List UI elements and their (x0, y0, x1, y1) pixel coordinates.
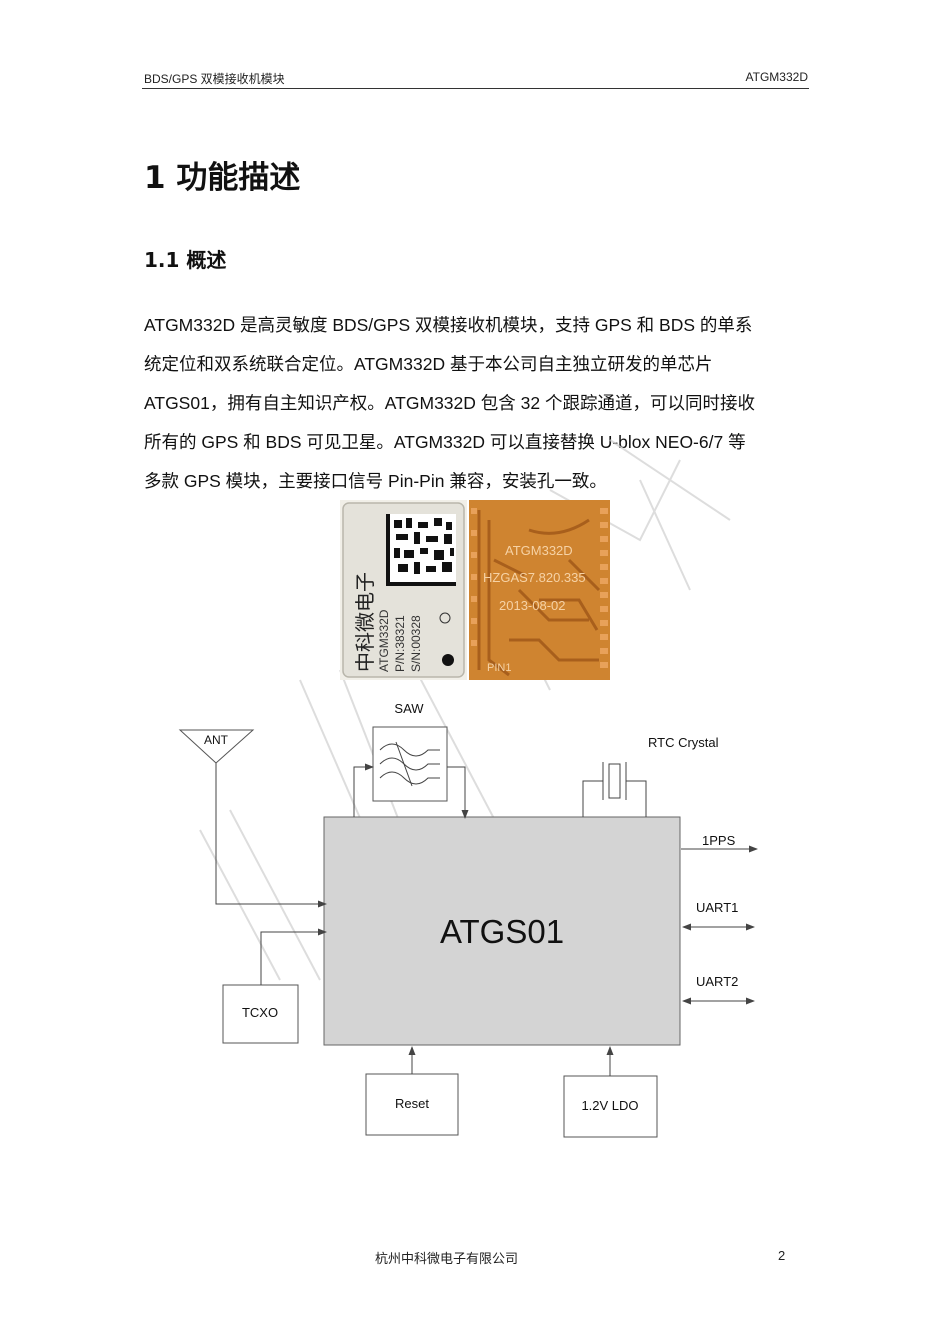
pcb-code-text: HZGAS7.820.335 (483, 570, 586, 585)
crystal-icon (582, 762, 647, 817)
reset-block (365, 1073, 459, 1136)
paragraph-line: 多款 GPS 模块，主要接口信号 Pin-Pin 兼容，安装孔一致。 (144, 471, 607, 491)
chip-label: ATGS01 (440, 913, 564, 950)
header-title: BDS/GPS 双模接收机模块 (144, 72, 285, 86)
antenna-line (215, 763, 327, 908)
header-divider (142, 88, 809, 89)
antenna-icon (178, 729, 255, 764)
header-model: ATGM332D (745, 70, 808, 84)
pcb-model-text: ATGM332D (505, 543, 573, 558)
module-sn-text: S/N:00328 (409, 615, 423, 672)
antenna-label: ANT (204, 733, 229, 747)
block-diagram: ATGS01 ANT SAW RTC Crystal 1PPS UART1 (178, 701, 758, 1138)
uart2-label: UART2 (696, 974, 738, 989)
pcb-date-text: 2013-08-02 (499, 598, 566, 613)
paragraph-line: ATGS01，拥有自主知识产权。ATGM332D 包含 32 个跟踪通道，可以同… (144, 393, 755, 413)
uart1-label: UART1 (696, 900, 738, 915)
module-brand-text: 中科微电子 (353, 572, 377, 672)
ldo-block (563, 1075, 658, 1138)
footer-company: 杭州中科微电子有限公司 (375, 1251, 519, 1266)
rtc-label: RTC Crystal (648, 735, 719, 750)
module-pn-text: P/N:38321 (393, 615, 407, 672)
reset-label: Reset (395, 1096, 429, 1111)
ldo-label: 1.2V LDO (581, 1098, 638, 1113)
module-photo-back: ATGM332D HZGAS7.820.335 2013-08-02 PIN1 (469, 500, 610, 680)
module-model-text: ATGM332D (377, 609, 391, 672)
pcb-pin-label: PIN1 (487, 662, 511, 674)
tcxo-block (222, 984, 299, 1044)
tcxo-line (260, 928, 327, 985)
paragraph-line: ATGM332D 是高灵敏度 BDS/GPS 双模接收机模块，支持 GPS 和 … (144, 315, 753, 335)
paragraph-line: 所有的 GPS 和 BDS 可见卫星。ATGM332D 可以直接替换 U-blo… (144, 432, 746, 452)
section-title: 1 功能描述 (144, 160, 301, 196)
chip-block (323, 816, 681, 1046)
overview-paragraph: ATGM332D 是高灵敏度 BDS/GPS 双模接收机模块，支持 GPS 和 … (144, 306, 814, 501)
paragraph-line: 统定位和双系统联合定位。ATGM332D 基于本公司自主独立研发的单芯片 (144, 354, 713, 374)
page-number: 2 (778, 1248, 786, 1263)
pps-label: 1PPS (702, 833, 736, 848)
saw-in-line (353, 763, 374, 817)
saw-label: SAW (394, 701, 424, 716)
subsection-title: 1.1 概述 (144, 248, 227, 272)
tcxo-label: TCXO (242, 1005, 278, 1020)
module-photo-front: 中科微电子 ATGM332D P/N:38321 S/N:00328 (340, 500, 467, 680)
saw-out-line (447, 766, 469, 819)
